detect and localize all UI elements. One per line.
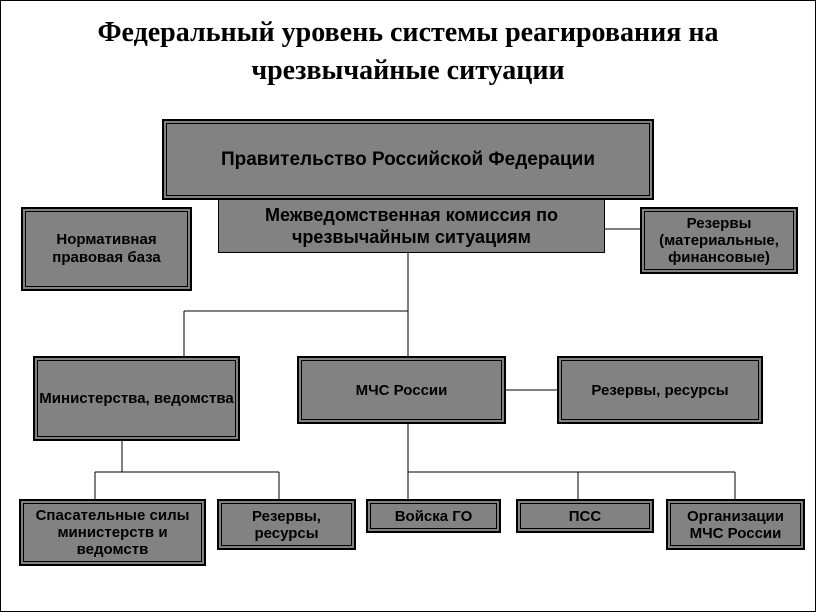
node-emercom-organizations-label: Организации МЧС России — [687, 507, 784, 542]
node-emercom-organizations: Организации МЧС России — [666, 499, 805, 550]
page-title: Федеральный уровень системы реагирования… — [97, 17, 719, 86]
node-reserves-resources-right-label: Резервы, ресурсы — [591, 381, 729, 399]
node-ministries-label: Министерства, ведомства — [39, 389, 234, 407]
node-civil-defense-troops: Войска ГО — [366, 499, 501, 533]
node-commission: Межведомственная комиссия по чрезвычайны… — [218, 199, 605, 253]
node-reserves-material-label: Резервы (материальные, финансовые) — [659, 215, 779, 266]
node-ministries: Министерства, ведомства — [33, 356, 240, 441]
node-reserves-resources-right: Резервы, ресурсы — [557, 356, 763, 424]
node-pss-label: ПСС — [568, 507, 602, 525]
node-reserves-resources-left: Резервы, ресурсы — [217, 499, 356, 550]
node-reserves-material: Резервы (материальные, финансовые) — [640, 207, 798, 274]
node-legal-base: Нормативная правовая база — [21, 207, 192, 291]
node-emercom: МЧС России — [297, 356, 506, 424]
node-government-label: Правительство Российской Федерации — [220, 148, 596, 170]
node-emercom-label: МЧС России — [355, 381, 448, 399]
node-civil-defense-troops-label: Войска ГО — [394, 507, 473, 525]
node-commission-label: Межведомственная комиссия по чрезвычайны… — [265, 205, 558, 247]
node-government: Правительство Российской Федерации — [162, 119, 654, 200]
node-rescue-forces: Спасательные силы министерств и ведомств — [19, 499, 206, 566]
node-rescue-forces-label: Спасательные силы министерств и ведомств — [35, 507, 190, 558]
node-legal-base-label: Нормативная правовая база — [52, 231, 161, 266]
node-reserves-resources-left-label: Резервы, ресурсы — [252, 507, 321, 542]
node-pss: ПСС — [516, 499, 654, 533]
